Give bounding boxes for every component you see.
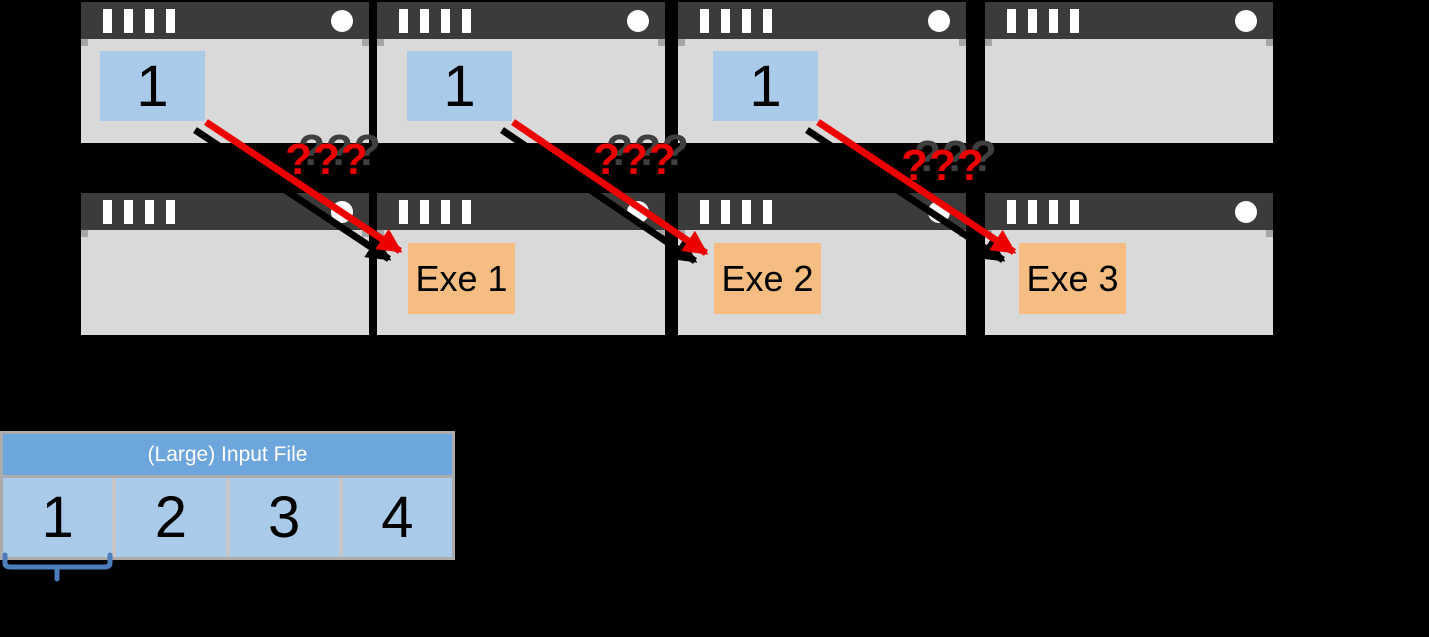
- server-bottom-4: Exe 3: [985, 193, 1273, 335]
- vent-bars-icon: [399, 8, 471, 33]
- power-indicator-icon: [627, 200, 649, 223]
- corner-mark: [362, 230, 369, 237]
- vent-bars-icon: [103, 199, 175, 224]
- server-top-4: [985, 2, 1273, 143]
- corner-mark: [81, 39, 88, 46]
- corner-mark: [658, 230, 665, 237]
- server-header-bar: [377, 2, 665, 39]
- data-block-1: 1: [100, 51, 205, 121]
- power-indicator-icon: [928, 9, 950, 32]
- data-block-1: 1: [713, 51, 818, 121]
- input-file-cell-3: 3: [229, 478, 339, 557]
- server-bottom-1: [81, 193, 369, 335]
- power-indicator-icon: [1235, 200, 1257, 223]
- power-indicator-icon: [928, 200, 950, 223]
- corner-mark: [81, 230, 88, 237]
- corner-mark: [985, 230, 992, 237]
- input-file-cell-1: 1: [3, 478, 113, 557]
- server-body: [81, 230, 369, 335]
- vent-bars-icon: [103, 8, 175, 33]
- server-bottom-2: Exe 1: [377, 193, 665, 335]
- server-body: 1: [678, 39, 966, 143]
- server-body: Exe 3: [985, 230, 1273, 335]
- vent-bars-icon: [700, 8, 772, 33]
- input-file-cell-2: 2: [116, 478, 226, 557]
- input-file-cell-4: 4: [342, 478, 452, 557]
- corner-mark: [1266, 230, 1273, 237]
- power-indicator-icon: [627, 9, 649, 32]
- server-header-bar: [678, 2, 966, 39]
- input-file-table: (Large) Input File 1 2 3 4: [0, 431, 455, 560]
- corner-mark: [362, 39, 369, 46]
- server-header-bar: [377, 193, 665, 230]
- vent-bars-icon: [1007, 8, 1079, 33]
- server-body: 1: [377, 39, 665, 143]
- server-top-2: 1: [377, 2, 665, 143]
- server-top-3: 1: [678, 2, 966, 143]
- corner-mark: [959, 39, 966, 46]
- exe-block-3: Exe 3: [1019, 243, 1126, 314]
- server-body: Exe 1: [377, 230, 665, 335]
- server-top-1: 1: [81, 2, 369, 143]
- question-marks-label-2: ???: [593, 135, 677, 184]
- server-header-bar: [678, 193, 966, 230]
- server-header-bar: [81, 193, 369, 230]
- power-indicator-icon: [1235, 9, 1257, 32]
- server-body: Exe 2: [678, 230, 966, 335]
- question-marks-label-1: ???: [285, 135, 369, 184]
- corner-mark: [678, 39, 685, 46]
- question-marks-label-3: ???: [901, 141, 985, 190]
- server-header-bar: [985, 2, 1273, 39]
- power-indicator-icon: [331, 9, 353, 32]
- corner-mark: [1266, 39, 1273, 46]
- corner-mark: [377, 230, 384, 237]
- server-body: [985, 39, 1273, 143]
- corner-mark: [959, 230, 966, 237]
- input-file-title: (Large) Input File: [3, 434, 452, 475]
- exe-block-1: Exe 1: [408, 243, 515, 314]
- vent-bars-icon: [399, 199, 471, 224]
- power-indicator-icon: [331, 200, 353, 223]
- server-header-bar: [81, 2, 369, 39]
- vent-bars-icon: [1007, 199, 1079, 224]
- corner-mark: [377, 39, 384, 46]
- exe-block-2: Exe 2: [714, 243, 821, 314]
- corner-mark: [985, 39, 992, 46]
- server-bottom-3: Exe 2: [678, 193, 966, 335]
- corner-mark: [658, 39, 665, 46]
- corner-mark: [678, 230, 685, 237]
- server-body: 1: [81, 39, 369, 143]
- server-header-bar: [985, 193, 1273, 230]
- chunk-bracket-icon: [2, 552, 113, 582]
- data-block-1: 1: [407, 51, 512, 121]
- input-file-cells: 1 2 3 4: [3, 478, 452, 557]
- vent-bars-icon: [700, 199, 772, 224]
